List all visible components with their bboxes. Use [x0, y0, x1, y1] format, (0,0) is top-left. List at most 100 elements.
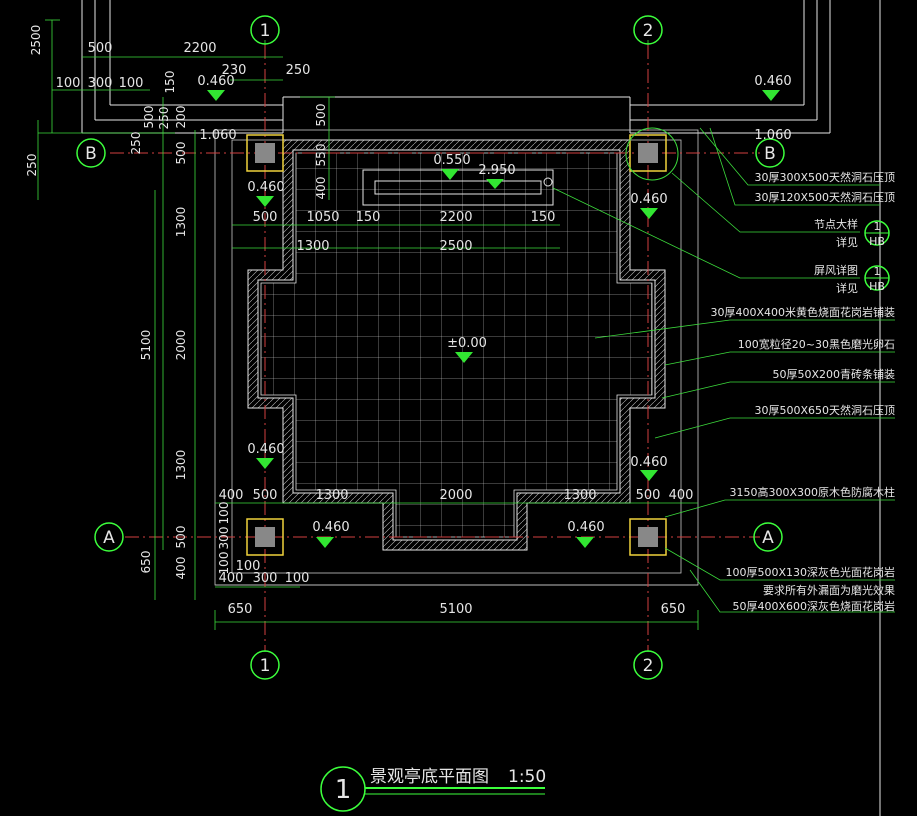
dim-text: 2200 [183, 41, 216, 56]
dim-text: 650 [661, 602, 686, 617]
dim-text: 2000 [174, 330, 188, 361]
dim-text: 5100 [439, 602, 472, 617]
level-text: 1.060 [754, 128, 791, 143]
note-text: 要求所有外漏面为磨光效果 [763, 583, 895, 597]
note-text: 100厚500X130深灰色光面花岗岩 [725, 565, 895, 579]
dim-text: 400 [174, 557, 188, 580]
callout-sheet: HB [869, 235, 885, 248]
dim-text: 250 [286, 63, 311, 78]
dim-text: 150 [531, 210, 556, 225]
column-tr [629, 134, 667, 172]
drawing-title: 景观亭底平面图 [370, 767, 489, 787]
dim-text: 500 [253, 210, 278, 225]
dim-text: 5100 [139, 330, 153, 361]
dim-text: 200 [174, 106, 188, 129]
dim-text: 400 [219, 488, 244, 503]
dim-text: 1050 [306, 210, 339, 225]
dim-text: 500 [174, 142, 188, 165]
dim-text: 250 [25, 154, 39, 177]
dim-text: 2200 [439, 210, 472, 225]
dim-text: 400 [669, 488, 694, 503]
note-text: 详见 [836, 235, 858, 249]
level-texts: 0.460 0.460 1.060 1.060 0.550 2.950 0.46… [197, 74, 791, 535]
axis-a-right: A [762, 528, 774, 548]
axis-bubble-2-top [633, 15, 663, 45]
dim-text: 150 [356, 210, 381, 225]
dim-text: 100 [217, 502, 231, 525]
axis-2-top: 2 [643, 21, 654, 41]
dimension-lines [37, 19, 699, 652]
leader-lines [552, 127, 895, 613]
note-text: 30厚300X500天然洞石压顶 [754, 170, 895, 184]
dim-text: 300 [217, 527, 231, 550]
drawing-title-block: 1 景观亭底平面图 1:50 [335, 767, 546, 805]
dim-text: 400 [219, 571, 244, 586]
callout-number: 1 [874, 220, 881, 233]
note-text: 详见 [836, 281, 858, 295]
axis-bubble-2-bottom [633, 650, 663, 680]
dim-text: 100 [285, 571, 310, 586]
axis-b-left: B [85, 144, 97, 164]
dim-text: 500 [636, 488, 661, 503]
dim-text: 1300 [296, 239, 329, 254]
axis-bubble-b-right [755, 138, 785, 168]
level-text: 0.460 [247, 442, 284, 457]
outer-frame [81, 0, 881, 816]
column-br [629, 518, 667, 556]
columns [246, 127, 679, 556]
note-text: 100宽粒径20~30黑色磨光卵石 [738, 337, 895, 351]
dim-text: 250 [129, 132, 143, 155]
axis-a-left: A [103, 528, 115, 548]
dim-text: 1300 [563, 488, 596, 503]
level-text: 1.060 [199, 128, 236, 143]
note-text: 50厚50X200青砖条铺装 [772, 367, 895, 381]
dim-text: 500 [174, 526, 188, 549]
note-text: 50厚400X600深灰色烧面花岗岩 [732, 599, 895, 613]
callout-number: 1 [874, 265, 881, 278]
note-text: 节点大样 [814, 217, 858, 231]
note-text: 屏风详图 [814, 263, 858, 277]
column-bl [246, 518, 284, 556]
dim-text: 100 [236, 559, 261, 574]
dim-text: 100 [119, 76, 144, 91]
axis-bubble-b-left [76, 138, 106, 168]
axis-bubble-1-bottom [250, 650, 280, 680]
dim-text: 100 [56, 76, 81, 91]
material-notes: 30厚300X500天然洞石压顶 30厚120X500天然洞石压顶 节点大样 详… [710, 170, 895, 613]
dim-text: 1300 [174, 450, 188, 481]
dim-text: 230 [222, 63, 247, 78]
dim-text: 650 [228, 602, 253, 617]
column-tl [246, 134, 284, 172]
dimension-texts: 500 2200 230 250 100 300 100 500 1050 15… [56, 41, 694, 617]
axis-2-bottom: 2 [643, 656, 654, 676]
note-text: 30厚500X650天然洞石压顶 [754, 403, 895, 417]
callout-dividers [865, 232, 889, 279]
level-text: 0.460 [567, 520, 604, 535]
axis-b-right: B [764, 144, 776, 164]
callout-texts: 1 HB 1 HB [869, 220, 885, 293]
level-text: 0.550 [433, 153, 470, 168]
dim-text: 500 [253, 488, 278, 503]
dim-text: 300 [253, 571, 278, 586]
level-text: 0.460 [754, 74, 791, 89]
level-text: 0.460 [312, 520, 349, 535]
title-detail-number: 1 [335, 775, 352, 805]
dim-text: 2500 [439, 239, 472, 254]
dim-text: 550 [314, 144, 328, 167]
dim-text: 150 [163, 71, 177, 94]
dim-text: 500 [314, 104, 328, 127]
drawing-scale: 1:50 [508, 767, 546, 787]
dim-text: 250 [157, 107, 171, 130]
level-markers [207, 90, 780, 548]
level-text: 2.950 [478, 163, 515, 178]
dim-text: 2000 [439, 488, 472, 503]
note-text: 30厚120X500天然洞石压顶 [754, 190, 895, 204]
axis-bubble-a-left [94, 522, 124, 552]
level-text: 0.460 [630, 455, 667, 470]
dim-text: 500 [142, 106, 156, 129]
level-text: 0.460 [197, 74, 234, 89]
dim-text: 500 [88, 41, 113, 56]
title-underline [365, 787, 545, 795]
note-text: 30厚400X400米黄色烧面花岗岩铺装 [710, 305, 895, 319]
